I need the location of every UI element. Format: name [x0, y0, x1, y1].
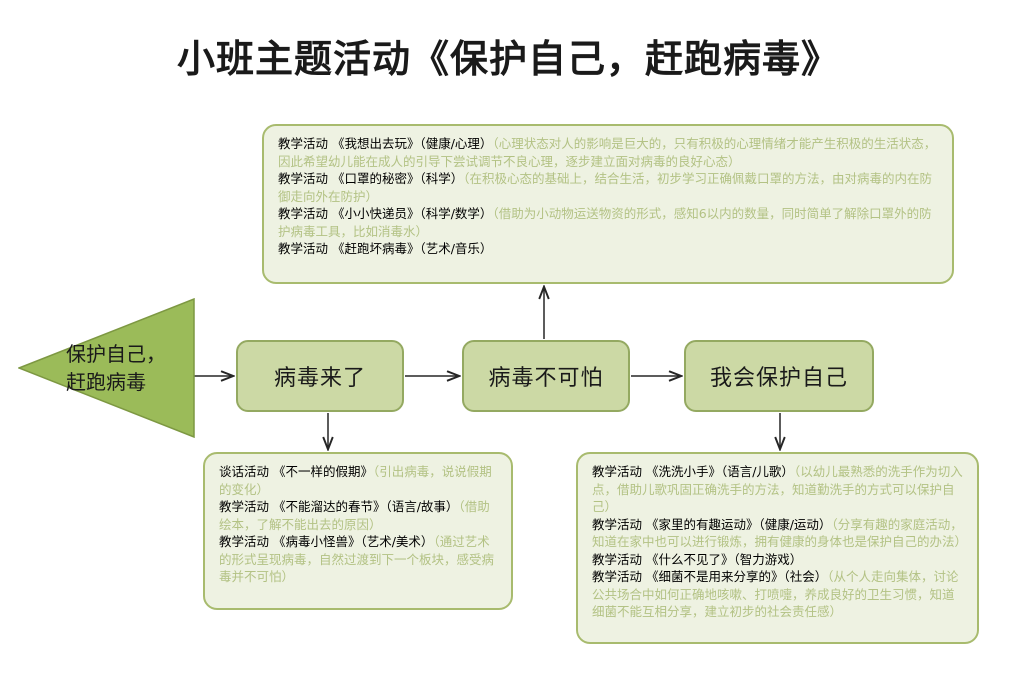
note-line: 教学活动 《口罩的秘密》（科学）（在积极心态的基础上，结合生活，初步学习正确佩戴… [278, 170, 940, 205]
note-line: 教学活动 《洗洗小手》（语言/儿歌）（以幼儿最熟悉的洗手作为切入点，借助儿歌巩固… [592, 463, 965, 516]
note-activity-label: 教学活动 《家里的有趣运动》（健康/运动） [592, 516, 832, 532]
note-line: 教学活动 《病毒小怪兽》（艺术/美术）（通过艺术的形式呈现病毒，自然过渡到下一个… [219, 533, 499, 586]
note-activity-label: 教学活动 《细菌不是用来分享的》（社会） [592, 569, 828, 584]
node-label: 病毒来了 [273, 366, 366, 391]
note-line: 教学活动 《赶跑坏病毒》（艺术/音乐） [278, 240, 940, 258]
node-label: 我会保护自己 [709, 366, 848, 391]
note-line: 谈话活动 《不一样的假期》（引出病毒，说说假期的变化） [219, 463, 499, 498]
note-activity-desc: （从个人走向集体，讨论公共场合中如何正确地咳嗽、打喷嚏，养成良好的卫生习惯，知道… [592, 569, 959, 619]
page-title: 小班主题活动《保护自己，赶跑病毒》 [176, 37, 840, 81]
note-activity-label: 教学活动 《小小快递员》（科学/数学） [278, 206, 493, 221]
note-activity-desc: （在积极心态的基础上，结合生活，初步学习正确佩戴口罩的方法，由对病毒的内在防御走… [278, 171, 932, 204]
note-activity-desc: （借助绘本，了解不能出去的原因） [219, 499, 490, 532]
note-box-top[interactable]: 教学活动 《我想出去玩》（健康/心理）（心理状态对人的影响是巨大的，只有积极的心… [262, 124, 954, 284]
note-line: 教学活动 《小小快递员》（科学/数学）（借助为小动物运送物资的形式，感知6以内的… [278, 205, 940, 240]
note-line: 教学活动 《家里的有趣运动》（健康/运动）（分享有趣的家庭活动，知道在家中也可以… [592, 516, 968, 551]
note-activity-label: 教学活动 《病毒小怪兽》（艺术/美术） [219, 534, 434, 549]
note-box-right[interactable]: 教学活动 《洗洗小手》（语言/儿歌）（以幼儿最熟悉的洗手作为切入点，借助儿歌巩固… [576, 452, 979, 644]
note-activity-desc: （借助为小动物运送物资的形式，感知6以内的数量，同时简单了解除口罩外的防护病毒工… [278, 206, 932, 239]
note-activity-label: 教学活动 《不能溜达的春节》（语言/故事） [219, 499, 459, 514]
note-activity-label: 谈话活动 《不一样的假期》 [219, 464, 373, 479]
note-activity-label: 教学活动 《口罩的秘密》（科学） [278, 171, 464, 186]
note-box-left[interactable]: 谈话活动 《不一样的假期》（引出病毒，说说假期的变化） 教学活动 《不能溜达的春… [203, 452, 513, 610]
note-activity-desc: （引出病毒，说说假期的变化） [219, 464, 492, 497]
note-line: 教学活动 《什么不见了》（智力游戏） [592, 551, 965, 569]
note-activity-desc: （通过艺术的形式呈现病毒，自然过渡到下一个板块，感受病毒并不可怕） [219, 534, 495, 584]
node-virus-came[interactable]: 病毒来了 [236, 340, 404, 412]
note-activity-desc: （心理状态对人的影响是巨大的，只有积极的心理情绪才能产生积极的生活状态，因此希望… [278, 136, 937, 169]
node-i-protect-myself[interactable]: 我会保护自己 [684, 340, 874, 412]
node-label: 病毒不可怕 [488, 366, 604, 391]
note-activity-desc: （分享有趣的家庭活动，知道在家中也可以进行锻炼，拥有健康的身体也是保护自己的办法… [592, 516, 968, 550]
note-line: 教学活动 《我想出去玩》（健康/心理）（心理状态对人的影响是巨大的，只有积极的心… [278, 135, 940, 170]
note-line: 教学活动 《不能溜达的春节》（语言/故事）（借助绘本，了解不能出去的原因） [219, 498, 499, 533]
note-activity-label: 教学活动 《洗洗小手》（语言/儿歌） [592, 464, 794, 479]
start-triangle[interactable]: 保护自己， 赶跑病毒 [18, 298, 203, 438]
triangle-shape [18, 298, 195, 438]
note-activity-label: 教学活动 《什么不见了》（智力游戏） [592, 551, 803, 567]
node-virus-not-scary[interactable]: 病毒不可怕 [462, 340, 630, 412]
note-activity-desc: （以幼儿最熟悉的洗手作为切入点，借助儿歌巩固正确洗手的方法，知道勤洗手的方式可以… [592, 464, 963, 514]
note-activity-label: 教学活动 《我想出去玩》（健康/心理） [278, 136, 493, 151]
start-triangle-label: 保护自己， 赶跑病毒 [66, 342, 166, 394]
note-line: 教学活动 《细菌不是用来分享的》（社会）（从个人走向集体，讨论公共场合中如何正确… [592, 568, 965, 621]
note-activity-label: 教学活动 《赶跑坏病毒》（艺术/音乐） [278, 241, 493, 256]
